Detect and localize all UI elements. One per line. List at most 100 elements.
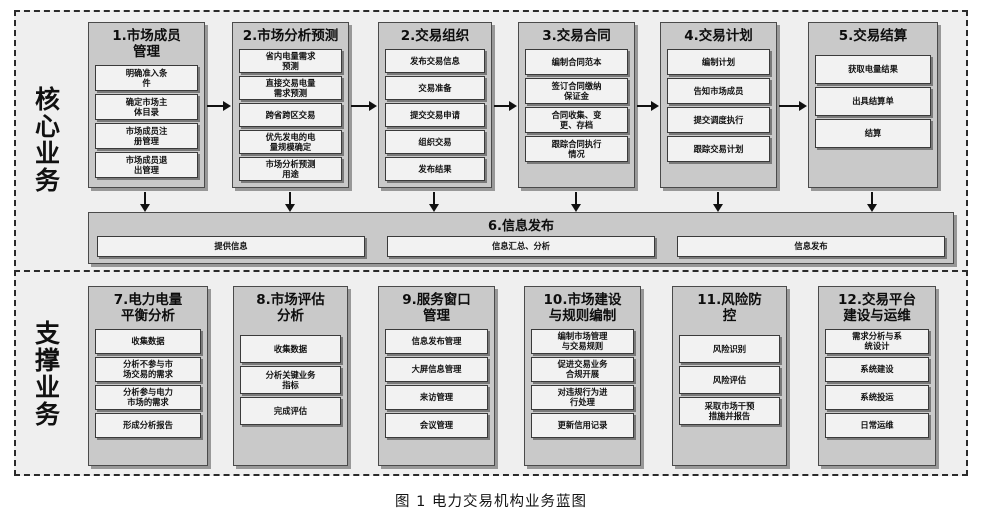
info-publishing-item-2[interactable]: 信息发布 bbox=[677, 236, 945, 257]
core-process-5-item-2[interactable]: 提交调度执行 bbox=[667, 106, 770, 133]
support-process-11-item-1[interactable]: 风险评估 bbox=[679, 365, 780, 394]
core-process-1-item-1[interactable]: 确定市场主 体目录 bbox=[95, 93, 198, 120]
info-publishing-item-0[interactable]: 提供信息 bbox=[97, 236, 365, 257]
support-process-10-item-1[interactable]: 促进交易业务 合规开展 bbox=[531, 356, 634, 382]
flow-arrow-1-to-info bbox=[139, 192, 151, 212]
support-process-8[interactable]: 8.市场评估 分析 收集数据 分析关键业务 指标 完成评估 bbox=[233, 286, 348, 466]
support-process-9[interactable]: 9.服务窗口 管理 信息发布管理 大屏信息管理 来访管理 会议管理 bbox=[378, 286, 495, 466]
flow-arrow-3-to-info bbox=[428, 192, 440, 212]
core-process-5-item-3[interactable]: 跟踪交易计划 bbox=[667, 135, 770, 162]
core-process-1-item-2[interactable]: 市场成员注 册管理 bbox=[95, 122, 198, 149]
support-process-8-item-2[interactable]: 完成评估 bbox=[240, 396, 341, 425]
core-process-3-title: 2.交易组织 bbox=[400, 28, 470, 44]
support-process-12-item-1[interactable]: 系统建设 bbox=[825, 356, 929, 382]
core-process-3-items: 发布交易信息 交易准备 提交交易申请 组织交易 发布结果 bbox=[385, 48, 485, 181]
support-process-7-items: 收集数据 分析不参与市 场交易的需求 分析参与电力 市场的需求 形成分析报告 bbox=[95, 328, 201, 438]
core-process-4-item-1[interactable]: 签订合同缴纳 保证金 bbox=[525, 77, 628, 104]
core-process-6-items: 获取电量结果 出具结算单 结算 bbox=[815, 49, 931, 148]
core-process-2-item-3[interactable]: 优先发电的电 量规模确定 bbox=[239, 129, 342, 154]
support-process-11[interactable]: 11.风险防 控 风险识别 风险评估 采取市场干预 措施并报告 bbox=[672, 286, 787, 466]
band-label-core-char-3: 务 bbox=[34, 166, 61, 195]
core-process-4-item-0[interactable]: 编制合同范本 bbox=[525, 48, 628, 75]
support-process-7-item-0[interactable]: 收集数据 bbox=[95, 328, 201, 354]
core-process-4-item-3[interactable]: 跟踪合同执行 情况 bbox=[525, 135, 628, 162]
core-process-6-item-2[interactable]: 结算 bbox=[815, 118, 931, 148]
core-process-6[interactable]: 5.交易结算 获取电量结果 出具结算单 结算 bbox=[808, 22, 938, 188]
core-process-6-item-1[interactable]: 出具结算单 bbox=[815, 86, 931, 116]
support-process-11-item-2[interactable]: 采取市场干预 措施并报告 bbox=[679, 396, 780, 425]
support-process-8-title: 8.市场评估 分析 bbox=[256, 292, 325, 324]
support-process-9-title: 9.服务窗口 管理 bbox=[402, 292, 471, 324]
support-process-12[interactable]: 12.交易平台 建设与运维 需求分析与系 统设计 系统建设 系统投运 日常运维 bbox=[818, 286, 936, 466]
support-process-10-items: 编制市场管理 与交易规则 促进交易业务 合规开展 对违规行为进 行处理 更新信用… bbox=[531, 328, 634, 438]
core-process-5-item-0[interactable]: 编制计划 bbox=[667, 48, 770, 75]
support-process-9-item-2[interactable]: 来访管理 bbox=[385, 384, 488, 410]
core-process-1-items: 明确准入条 件 确定市场主 体目录 市场成员注 册管理 市场成员退 出管理 bbox=[95, 64, 198, 178]
support-process-10-item-3[interactable]: 更新信用记录 bbox=[531, 412, 634, 438]
core-process-1[interactable]: 1.市场成员 管理 明确准入条 件 确定市场主 体目录 市场成员注 册管理 市场… bbox=[88, 22, 205, 188]
flow-arrow-6-to-info bbox=[866, 192, 878, 212]
support-process-7-item-3[interactable]: 形成分析报告 bbox=[95, 412, 201, 438]
core-process-3[interactable]: 2.交易组织 发布交易信息 交易准备 提交交易申请 组织交易 发布结果 bbox=[378, 22, 492, 188]
core-process-1-item-0[interactable]: 明确准入条 件 bbox=[95, 64, 198, 91]
flow-arrow-1-to-2 bbox=[207, 100, 231, 112]
support-process-12-item-0[interactable]: 需求分析与系 统设计 bbox=[825, 328, 929, 354]
figure-caption: 图 1 电力交易机构业务蓝图 bbox=[395, 494, 587, 510]
core-process-5[interactable]: 4.交易计划 编制计划 告知市场成员 提交调度执行 跟踪交易计划 bbox=[660, 22, 777, 188]
support-process-9-items: 信息发布管理 大屏信息管理 来访管理 会议管理 bbox=[385, 328, 488, 438]
band-label-support-char-3: 务 bbox=[34, 400, 61, 429]
core-process-5-items: 编制计划 告知市场成员 提交调度执行 跟踪交易计划 bbox=[667, 48, 770, 162]
core-process-2-item-0[interactable]: 省内电量需求 预测 bbox=[239, 48, 342, 73]
core-process-1-title: 1.市场成员 管理 bbox=[112, 28, 181, 60]
info-publishing-item-1[interactable]: 信息汇总、分析 bbox=[387, 236, 655, 257]
core-process-2[interactable]: 2.市场分析预测 省内电量需求 预测 直接交易电量 需求预测 跨省跨区交易 优先… bbox=[232, 22, 349, 188]
flow-arrow-2-to-3 bbox=[351, 100, 377, 112]
support-process-8-item-1[interactable]: 分析关键业务 指标 bbox=[240, 365, 341, 394]
band-label-support-char-1: 撑 bbox=[34, 346, 61, 375]
core-process-3-item-0[interactable]: 发布交易信息 bbox=[385, 48, 485, 73]
support-process-7-item-1[interactable]: 分析不参与市 场交易的需求 bbox=[95, 356, 201, 382]
band-label-core-char-1: 心 bbox=[34, 112, 61, 141]
flow-arrow-4-to-5 bbox=[637, 100, 659, 112]
band-label-support-char-0: 支 bbox=[34, 319, 61, 348]
band-label-core: 核 心 业 务 bbox=[22, 86, 74, 194]
core-process-3-item-2[interactable]: 提交交易申请 bbox=[385, 102, 485, 127]
band-divider bbox=[14, 270, 968, 272]
support-process-7-item-2[interactable]: 分析参与电力 市场的需求 bbox=[95, 384, 201, 410]
core-process-5-item-1[interactable]: 告知市场成员 bbox=[667, 77, 770, 104]
core-process-6-item-0[interactable]: 获取电量结果 bbox=[815, 54, 931, 84]
support-process-10-item-2[interactable]: 对违规行为进 行处理 bbox=[531, 384, 634, 410]
core-process-4[interactable]: 3.交易合同 编制合同范本 签订合同缴纳 保证金 合同收集、变 更、存档 跟踪合… bbox=[518, 22, 635, 188]
support-process-10[interactable]: 10.市场建设 与规则编制 编制市场管理 与交易规则 促进交易业务 合规开展 对… bbox=[524, 286, 641, 466]
support-process-12-item-3[interactable]: 日常运维 bbox=[825, 412, 929, 438]
support-process-12-item-2[interactable]: 系统投运 bbox=[825, 384, 929, 410]
core-process-3-item-4[interactable]: 发布结果 bbox=[385, 156, 485, 181]
support-process-9-item-0[interactable]: 信息发布管理 bbox=[385, 328, 488, 354]
support-process-8-item-0[interactable]: 收集数据 bbox=[240, 334, 341, 363]
support-process-7[interactable]: 7.电力电量 平衡分析 收集数据 分析不参与市 场交易的需求 分析参与电力 市场… bbox=[88, 286, 208, 466]
band-label-core-char-2: 业 bbox=[34, 139, 61, 168]
core-process-4-item-2[interactable]: 合同收集、变 更、存档 bbox=[525, 106, 628, 133]
core-process-2-item-2[interactable]: 跨省跨区交易 bbox=[239, 102, 342, 127]
core-process-3-item-3[interactable]: 组织交易 bbox=[385, 129, 485, 154]
flow-arrow-5-to-info bbox=[712, 192, 724, 212]
core-process-3-item-1[interactable]: 交易准备 bbox=[385, 75, 485, 100]
flow-arrow-4-to-info bbox=[570, 192, 582, 212]
info-publishing-band[interactable]: 6.信息发布 提供信息 信息汇总、分析 信息发布 bbox=[88, 212, 954, 264]
core-process-2-item-1[interactable]: 直接交易电量 需求预测 bbox=[239, 75, 342, 100]
core-process-2-item-4[interactable]: 市场分析预测 用途 bbox=[239, 156, 342, 181]
flow-arrow-3-to-4 bbox=[494, 100, 517, 112]
support-process-10-title: 10.市场建设 与规则编制 bbox=[543, 292, 622, 324]
core-process-4-title: 3.交易合同 bbox=[542, 28, 611, 44]
support-process-11-items: 风险识别 风险评估 采取市场干预 措施并报告 bbox=[679, 329, 780, 425]
support-process-7-title: 7.电力电量 平衡分析 bbox=[113, 292, 183, 324]
core-process-2-items: 省内电量需求 预测 直接交易电量 需求预测 跨省跨区交易 优先发电的电 量规模确… bbox=[239, 48, 342, 181]
support-process-9-item-3[interactable]: 会议管理 bbox=[385, 412, 488, 438]
info-publishing-title: 6.信息发布 bbox=[488, 219, 554, 234]
support-process-11-item-0[interactable]: 风险识别 bbox=[679, 334, 780, 363]
core-process-1-item-3[interactable]: 市场成员退 出管理 bbox=[95, 151, 198, 178]
support-process-10-item-0[interactable]: 编制市场管理 与交易规则 bbox=[531, 328, 634, 354]
support-process-9-item-1[interactable]: 大屏信息管理 bbox=[385, 356, 488, 382]
core-process-2-title: 2.市场分析预测 bbox=[242, 28, 339, 44]
